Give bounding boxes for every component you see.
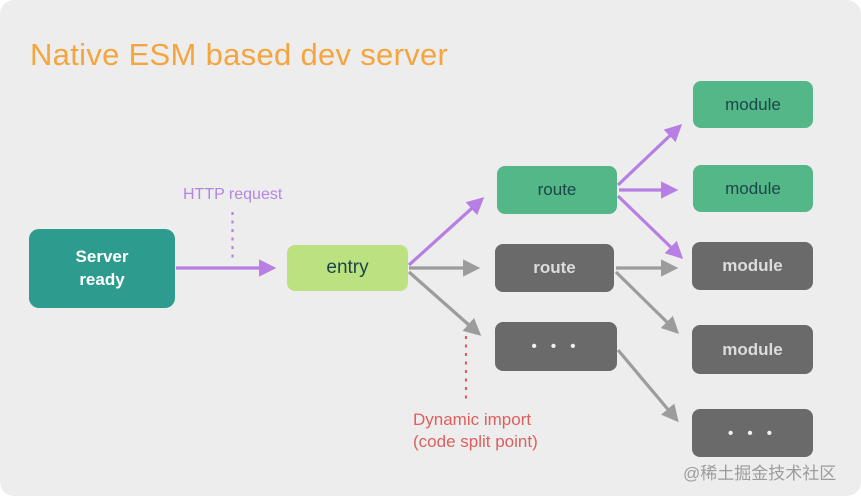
arrow-dots-to-dotsbottom xyxy=(616,348,679,423)
server-ready-label-line1: Server xyxy=(75,246,129,266)
node-route-gray: route xyxy=(495,244,614,292)
http-request-label: HTTP request xyxy=(183,186,283,203)
node-route-green: route xyxy=(497,166,617,214)
node-entry: entry xyxy=(287,245,408,291)
node-dots-mid: • • • xyxy=(495,322,617,371)
page-title: Native ESM based dev server xyxy=(30,37,449,72)
dynamic-import-line1: Dynamic import xyxy=(413,410,532,429)
arrow-entry-to-route-green xyxy=(407,197,485,267)
node-module-gray-low: module xyxy=(692,325,813,374)
node-module-green-mid: module xyxy=(693,165,813,212)
node-module-green-top: module xyxy=(693,81,813,128)
node-server-ready: Server ready xyxy=(29,229,175,308)
dynamic-import-label: Dynamic import (code split point) xyxy=(413,409,538,453)
node-dots-bottom: • • • xyxy=(692,409,813,457)
arrow-route-to-module-top xyxy=(616,124,683,187)
node-module-gray-mid: module xyxy=(692,242,813,290)
arrow-route-to-module-gray xyxy=(616,194,684,260)
server-ready-label-line2: ready xyxy=(79,269,125,289)
watermark: @稀土掘金技术社区 xyxy=(683,464,837,483)
arrow-routegray-to-module4 xyxy=(614,270,680,335)
dynamic-import-line2: (code split point) xyxy=(413,432,538,451)
arrow-entry-to-dots xyxy=(407,270,482,336)
